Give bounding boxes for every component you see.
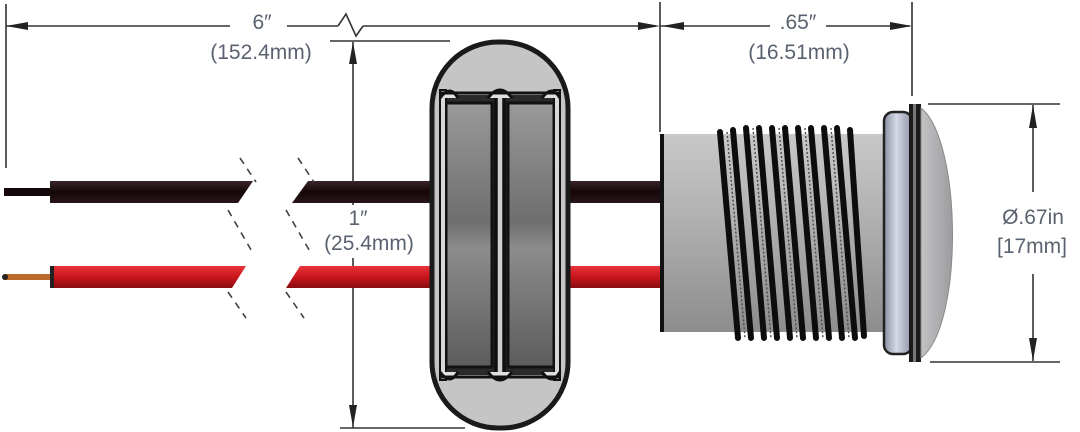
o-ring [882,110,914,356]
body-length-mm-label: (16.51mm) [748,41,850,64]
arrowhead-icon [662,22,684,30]
arrowhead-icon [6,22,28,30]
lead-length-dimension-line [5,2,661,168]
arrowhead-icon [349,405,357,427]
lens-diameter-mm-label: [17mm] [996,235,1067,258]
arrowhead-icon [638,22,660,30]
housing-threads [717,125,867,341]
arrowhead-icon [349,42,357,64]
lens-dome [920,106,953,359]
lens-diameter-inches-label: Ø.67in [1002,206,1064,229]
thread-highlights [726,127,850,339]
lead-length-inches-label: 6″ [252,11,272,34]
lens-flange [909,104,921,362]
wire-break-marks [227,157,315,319]
panel-nut [429,39,571,431]
bezel-height-mm-label: (25.4mm) [324,232,414,255]
arrowhead-icon [1029,105,1037,128]
body-length-inches-label: .65″ [779,11,817,34]
arrowhead-icon [890,22,912,30]
bezel-height-inches-label: 1″ [348,207,368,230]
lead-length-mm-label: (152.4mm) [210,41,312,64]
arrowhead-icon [1029,338,1037,361]
